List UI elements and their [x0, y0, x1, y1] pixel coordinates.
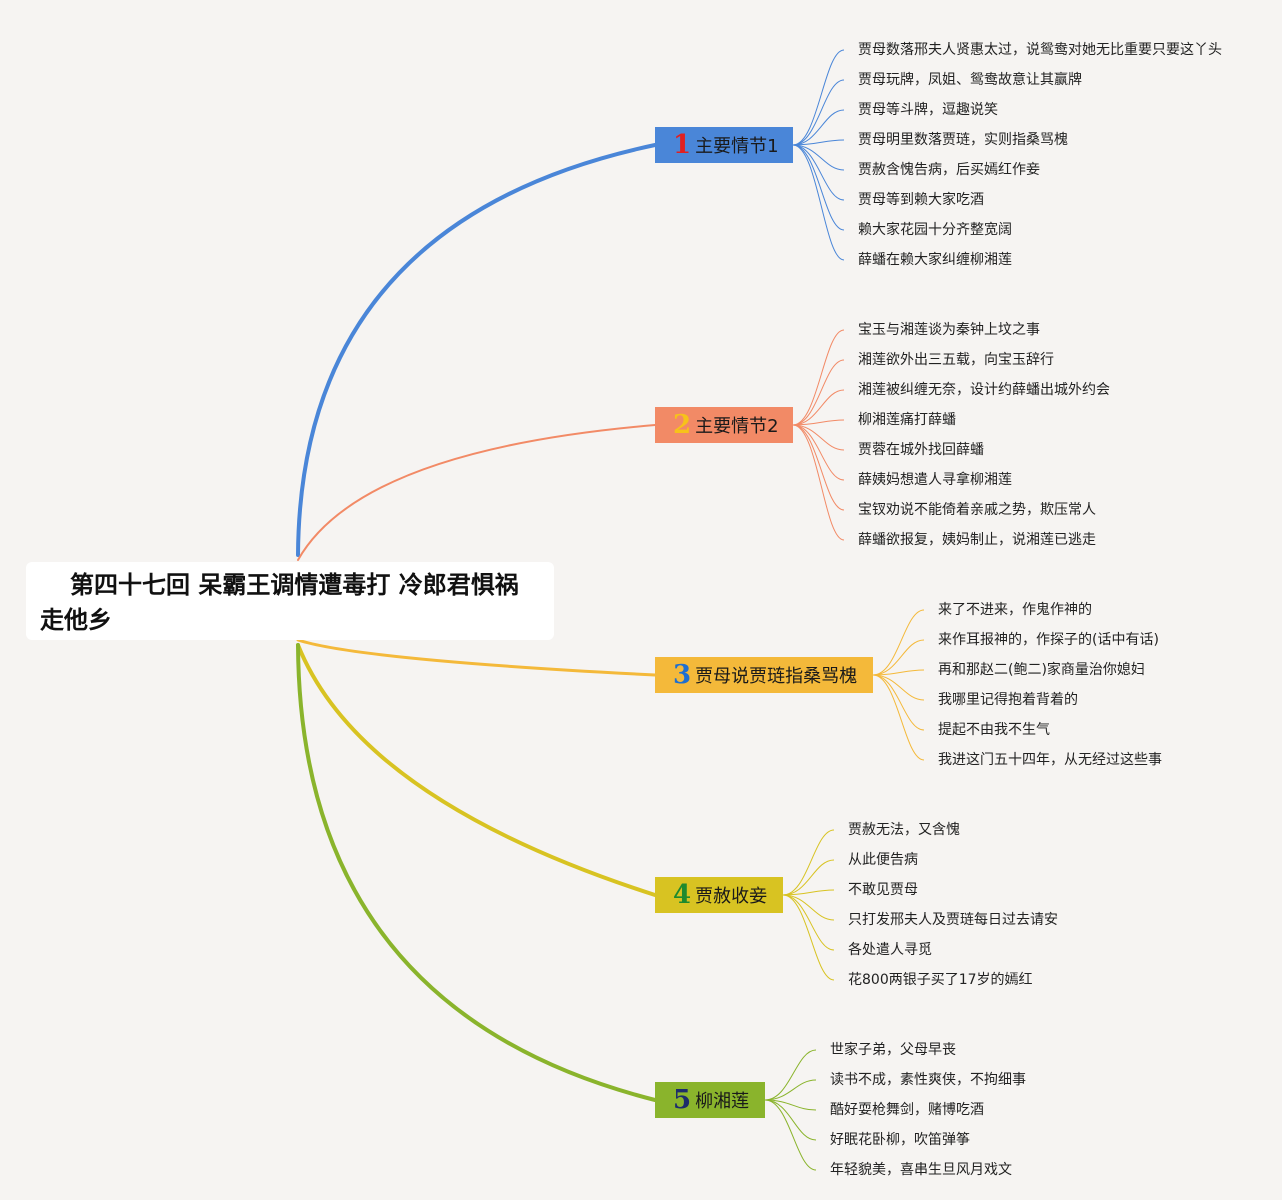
- subtopic-item[interactable]: 好眠花卧柳，吹笛弹筝: [830, 1132, 970, 1148]
- subtopic-item[interactable]: 来了不进来，作鬼作神的: [938, 602, 1092, 618]
- leaf-connector: [792, 359, 845, 426]
- subtopic-item[interactable]: 薛蟠欲报复，姨妈制止，说湘莲已逃走: [858, 532, 1096, 548]
- subtopic-item[interactable]: 贾赦无法，又含愧: [848, 822, 960, 838]
- branch-connector-1: [296, 143, 657, 557]
- branch-label: 贾母说贾琏指桑骂槐: [695, 666, 858, 687]
- subtopic-item[interactable]: 赖大家花园十分齐整宽阔: [858, 222, 1012, 238]
- leaf-connector: [782, 894, 835, 921]
- leaf-connector: [872, 674, 925, 701]
- branch-number-icon: 5: [673, 1085, 692, 1115]
- branch-number-icon: 4: [673, 880, 692, 910]
- leaf-connector: [792, 424, 845, 481]
- branch-label: 贾赦收妾: [695, 886, 768, 907]
- leaf-connector: [872, 669, 925, 676]
- leaf-connector: [782, 894, 835, 951]
- subtopic-item[interactable]: 花800两银子买了17岁的嫣红: [848, 972, 1033, 988]
- subtopic-item[interactable]: 贾母数落邢夫人贤惠太过，说鸳鸯对她无比重要只要这丫头: [858, 42, 1222, 58]
- subtopic-item[interactable]: 贾母等斗牌，逗趣说笑: [858, 102, 998, 118]
- subtopic-item[interactable]: 贾蓉在城外找回薛蟠: [858, 442, 984, 458]
- leaf-connector: [792, 139, 845, 146]
- leaf-connector: [792, 79, 845, 146]
- branch-connector-2: [297, 424, 656, 561]
- subtopic-item[interactable]: 酷好耍枪舞剑，赌博吃酒: [830, 1102, 984, 1118]
- leaf-connector: [792, 329, 845, 426]
- subtopic-item[interactable]: 提起不由我不生气: [938, 722, 1050, 738]
- leaf-connector: [764, 1079, 817, 1101]
- root-title: 第四十七回 呆霸王调情遭毒打 冷郎君惧祸走他乡: [40, 571, 519, 634]
- subtopic-item[interactable]: 湘莲欲外出三五载，向宝玉辞行: [858, 352, 1054, 368]
- leaf-connector: [782, 889, 835, 896]
- branch-connector-4: [296, 643, 657, 897]
- subtopic-item[interactable]: 各处遣人寻觅: [848, 942, 932, 958]
- leaf-connector: [872, 609, 925, 676]
- subtopic-item[interactable]: 宝玉与湘莲谈为秦钟上坟之事: [858, 322, 1040, 338]
- leaf-connector: [792, 49, 845, 146]
- leaf-connector: [764, 1099, 817, 1141]
- leaf-connector: [792, 424, 845, 451]
- branch-label: 主要情节1: [695, 136, 779, 157]
- subtopic-item[interactable]: 柳湘莲痛打薛蟠: [858, 412, 956, 428]
- subtopic-item[interactable]: 不敢见贾母: [848, 882, 918, 898]
- subtopic-item[interactable]: 来作耳报神的，作探子的(话中有话): [938, 632, 1159, 648]
- subtopic-item[interactable]: 读书不成，素性爽侠，不拘细事: [830, 1072, 1026, 1088]
- subtopic-item[interactable]: 贾赦含愧告病，后买嫣红作妾: [858, 162, 1040, 178]
- leaf-connector: [792, 144, 845, 231]
- subtopic-item[interactable]: 从此便告病: [848, 852, 918, 868]
- subtopic-item[interactable]: 薛蟠在赖大家纠缠柳湘莲: [858, 252, 1012, 268]
- subtopic-item[interactable]: 世家子弟，父母早丧: [830, 1042, 956, 1058]
- leaf-connector: [792, 424, 845, 541]
- subtopic-item[interactable]: 我进这门五十四年，从无经过这些事: [938, 752, 1162, 768]
- leaf-connector: [792, 389, 845, 426]
- subtopic-item[interactable]: 年轻貌美，喜串生旦风月戏文: [830, 1162, 1012, 1178]
- leaf-connector: [792, 419, 845, 426]
- root-topic[interactable]: 第四十七回 呆霸王调情遭毒打 冷郎君惧祸走他乡: [26, 562, 554, 640]
- leaf-connector: [764, 1049, 817, 1101]
- subtopic-item[interactable]: 我哪里记得抱着背着的: [938, 692, 1078, 708]
- leaf-connector: [764, 1099, 817, 1171]
- branch-number-icon: 1: [673, 130, 692, 160]
- leaf-connector: [782, 829, 835, 896]
- subtopic-item[interactable]: 贾母明里数落贾琏，实则指桑骂槐: [858, 132, 1068, 148]
- branch-number-icon: 3: [673, 660, 692, 690]
- subtopic-item[interactable]: 只打发邢夫人及贾琏每日过去请安: [848, 912, 1058, 928]
- leaf-connector: [872, 639, 925, 676]
- leaf-connector: [872, 674, 925, 761]
- leaf-connector: [782, 894, 835, 981]
- leaf-connector: [792, 144, 845, 171]
- subtopic-item[interactable]: 湘莲被纠缠无奈，设计约薛蟠出城外约会: [858, 382, 1110, 398]
- branch-connector-3: [296, 638, 657, 677]
- subtopic-item[interactable]: 贾母等到赖大家吃酒: [858, 192, 984, 208]
- branch-number-icon: 2: [673, 410, 692, 440]
- branch-connector-5: [296, 643, 657, 1102]
- leaf-connector: [872, 674, 925, 731]
- leaf-connector: [792, 144, 845, 201]
- leaf-connector: [792, 109, 845, 146]
- leaf-connector: [782, 859, 835, 896]
- branch-label: 主要情节2: [695, 416, 779, 437]
- subtopic-item[interactable]: 再和那赵二(鲍二)家商量治你媳妇: [938, 662, 1145, 678]
- subtopic-item[interactable]: 宝钗劝说不能倚着亲戚之势，欺压常人: [858, 502, 1096, 518]
- subtopic-item[interactable]: 薛姨妈想遣人寻拿柳湘莲: [858, 472, 1012, 488]
- branch-label: 柳湘莲: [695, 1091, 750, 1112]
- leaf-connector: [792, 144, 845, 261]
- leaf-connector: [792, 424, 845, 511]
- subtopic-item[interactable]: 贾母玩牌，凤姐、鸳鸯故意让其赢牌: [858, 72, 1082, 88]
